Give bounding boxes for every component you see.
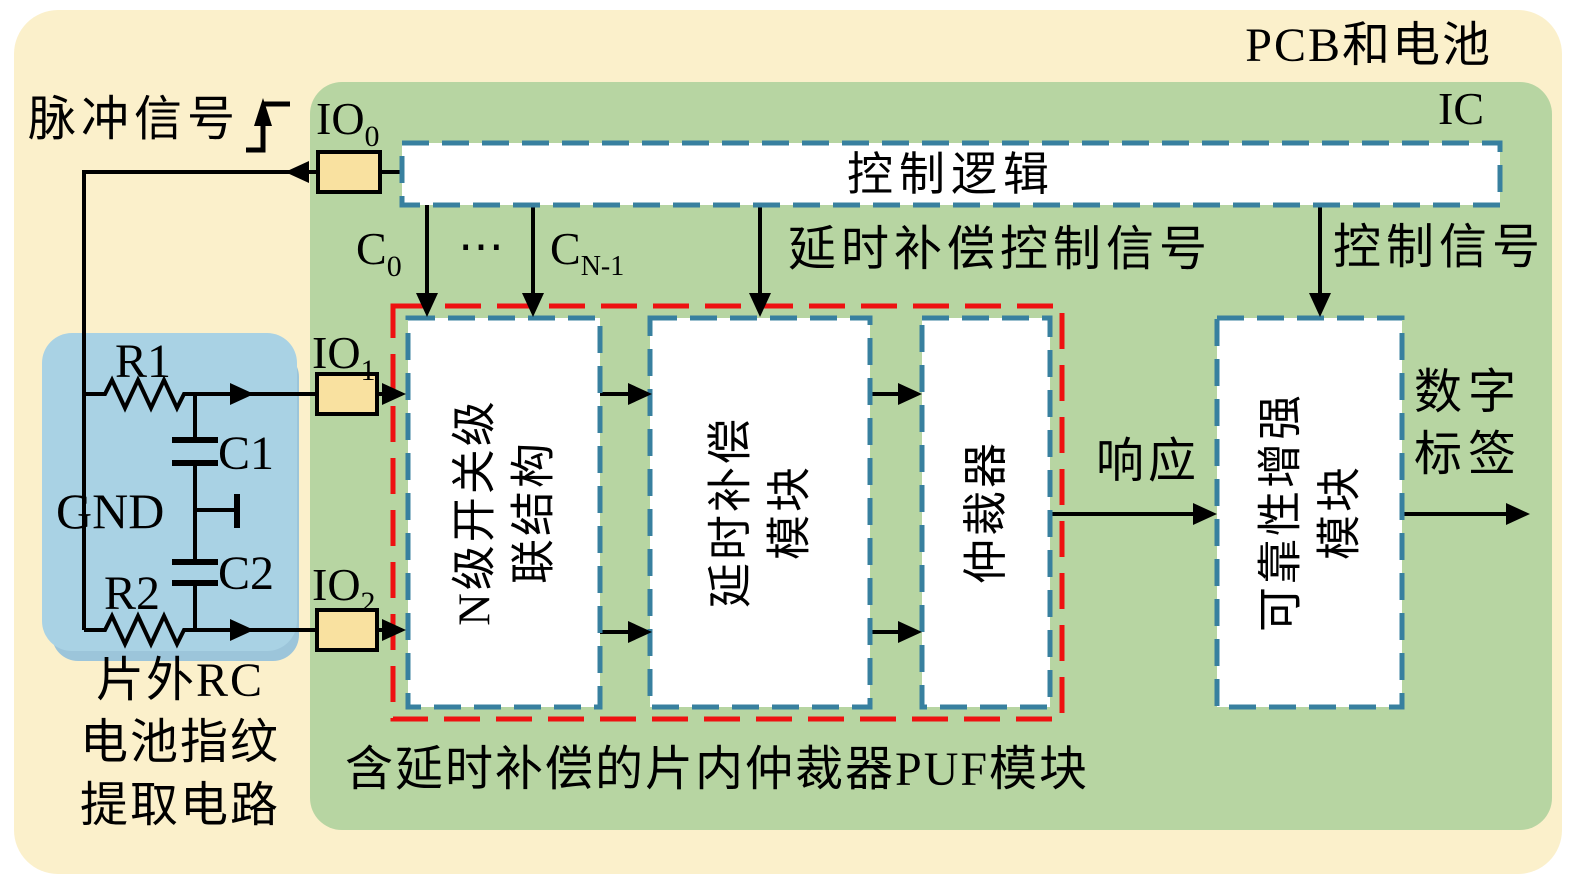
io2-label: IO2 <box>312 559 376 619</box>
delay-comp-control-label: 延时补偿控制信号 <box>788 223 1213 276</box>
c2-label: C2 <box>218 547 275 600</box>
io0-subscript: 0 <box>364 120 380 153</box>
io1-subscript: 1 <box>360 354 376 387</box>
gnd-label: GND <box>56 483 165 539</box>
io1-label: IO1 <box>312 327 376 387</box>
pulse-signal-label: 脉冲信号 <box>28 93 241 146</box>
switch-cascade-label: N级开关级 联结构 <box>449 398 559 626</box>
control-logic-label: 控制逻辑 <box>847 149 1055 200</box>
rc-circuit-caption: 片外RC 电池指纹 提取电路 <box>79 654 280 832</box>
ic-label: IC <box>1438 83 1484 134</box>
pcb-battery-label: PCB和电池 <box>1245 19 1492 72</box>
delay-compensation-label: 延时补偿 模块 <box>705 416 815 609</box>
ellipsis-label: ⋯ <box>458 221 506 272</box>
c0-subscript: 0 <box>386 250 402 283</box>
control-signal-label: 控制信号 <box>1333 221 1546 274</box>
r1-label: R1 <box>115 335 172 388</box>
io0-label: IO0 <box>316 93 380 153</box>
r2-label: R2 <box>104 567 161 620</box>
c1-label: C1 <box>218 427 275 480</box>
c0-signal-label: C0 <box>356 223 402 283</box>
reliability-label: 可靠性增强 模块 <box>1255 392 1365 633</box>
response-label: 响应 <box>1095 435 1200 488</box>
cn1-subscript: N-1 <box>580 251 625 282</box>
io2-subscript: 2 <box>360 586 376 619</box>
cn1-signal-label: CN-1 <box>550 223 625 282</box>
digital-tag-label: 数字 标签 <box>1413 366 1522 482</box>
arbiter-label: 仲裁器 <box>960 440 1011 585</box>
puf-module-caption: 含延时补偿的片内仲裁器PUF模块 <box>345 743 1090 796</box>
